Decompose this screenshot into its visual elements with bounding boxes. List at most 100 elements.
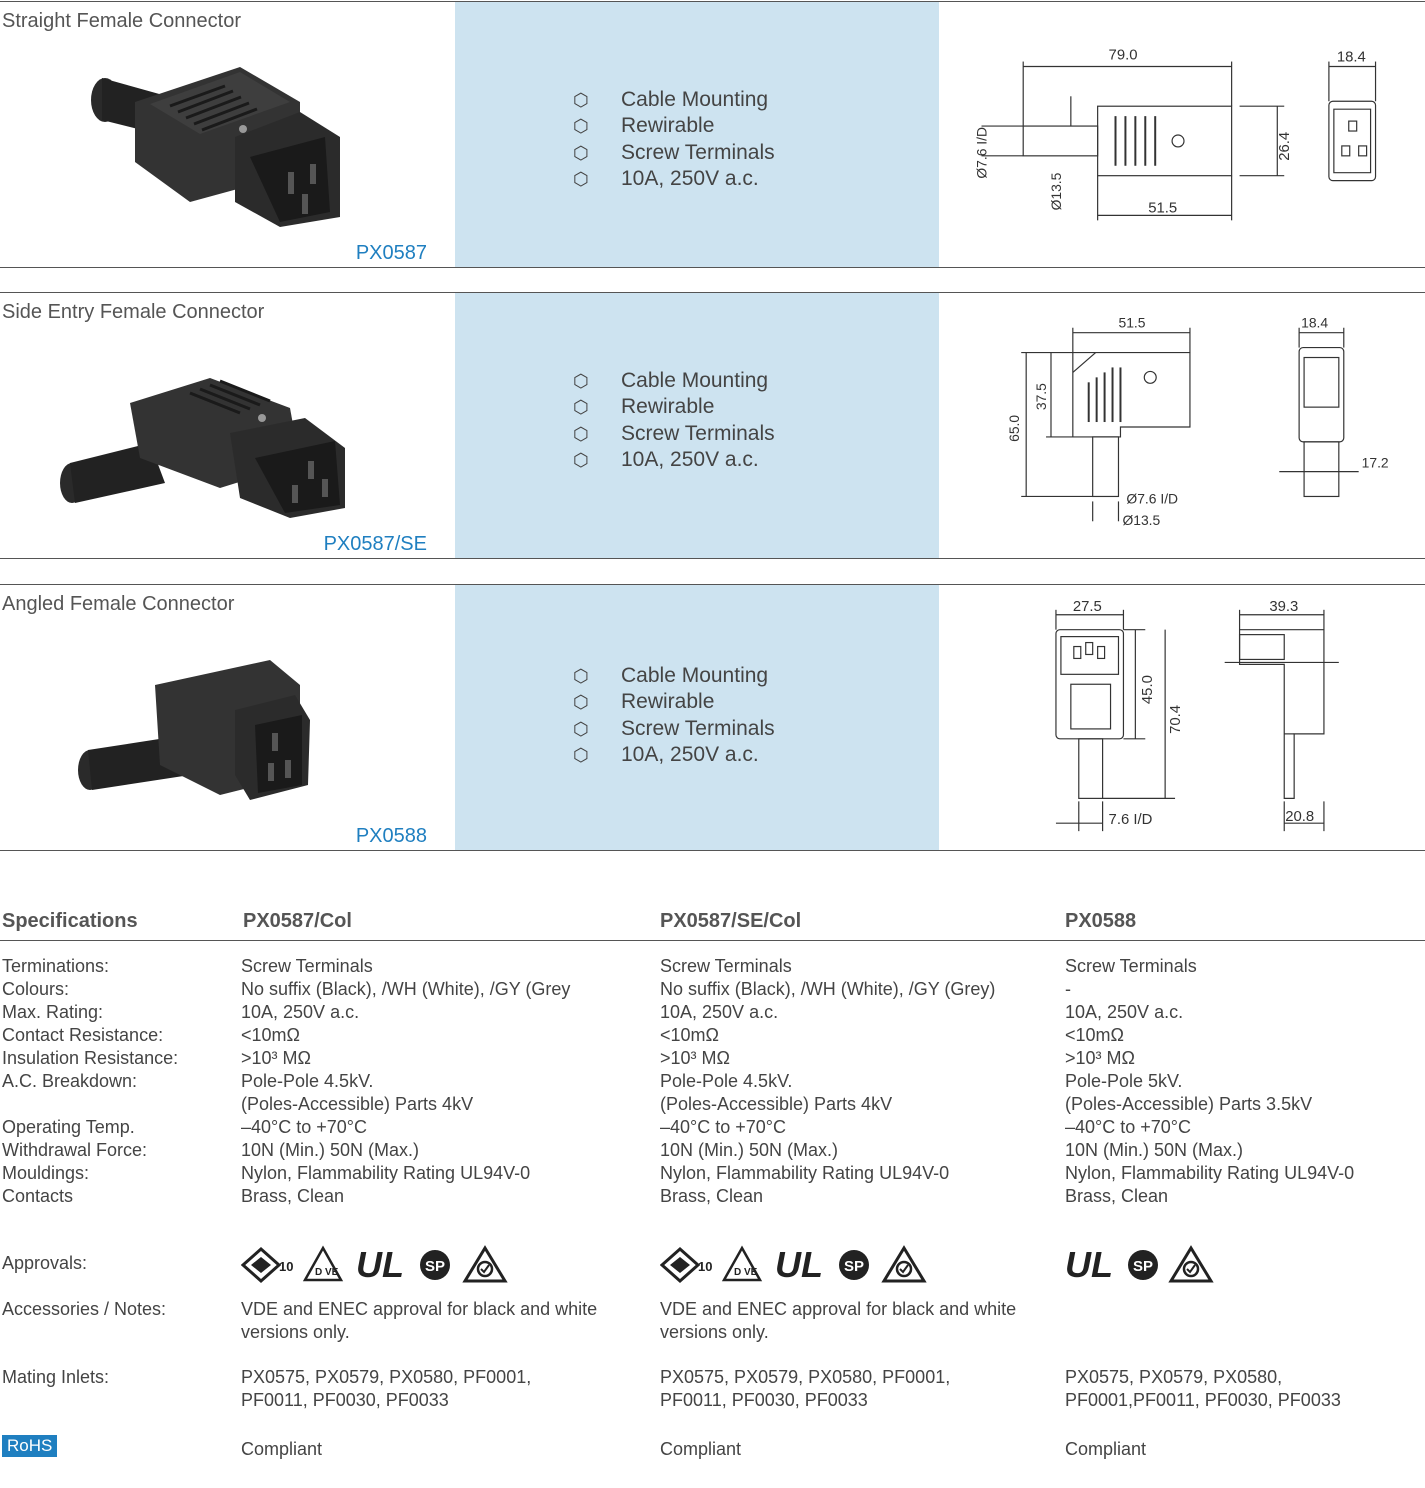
spec-value: Brass, Clean	[241, 1186, 345, 1206]
dimension-drawing: 79.0 18.4 Ø7.6 I/D 26.4 Ø13.5 51.5	[973, 48, 1377, 221]
product-row-side-entry: Side Entry Female Connector PX0587/SE ⬡C…	[0, 292, 1425, 559]
spec-value: -	[1065, 979, 1071, 999]
approval-logos: UL SP	[1065, 1245, 1214, 1285]
hexagon-bullet-icon: ⬡	[573, 90, 589, 110]
svg-text:17.2: 17.2	[1362, 455, 1389, 471]
spec-value: –40°C to +70°C	[660, 1117, 786, 1137]
svg-text:26.4: 26.4	[1277, 132, 1293, 161]
hexagon-bullet-icon: ⬡	[573, 449, 589, 470]
ul-icon: UL	[1065, 1245, 1113, 1285]
spec-header: Specifications PX0587/Col PX0587/SE/Col …	[0, 910, 1425, 941]
csa-icon: SP	[420, 1250, 450, 1280]
spec-value: 10A, 250V a.c.	[660, 1002, 779, 1022]
feature-item: ⬡Rewirable	[573, 689, 775, 715]
spec-value: Screw Terminals	[660, 956, 792, 976]
notes-px0587-se: VDE and ENEC approval for black and whit…	[660, 1299, 1017, 1342]
svg-text:20.8: 20.8	[1285, 809, 1314, 825]
spec-label: Max. Rating:	[2, 1002, 104, 1022]
spec-label: Terminations:	[2, 956, 110, 976]
hexagon-bullet-icon: ⬡	[573, 168, 589, 189]
product-row-angled: Angled Female Connector PX0588 ⬡Cable Mo…	[0, 584, 1425, 851]
spec-value: 10N (Min.) 50N (Max.)	[660, 1140, 839, 1160]
svg-text:27.5: 27.5	[1073, 599, 1102, 615]
rohs-badge: RoHS	[2, 1435, 58, 1457]
spec-label: Insulation Resistance:	[2, 1048, 179, 1068]
vde-icon: D VE	[302, 1245, 344, 1282]
connector-photo	[78, 660, 310, 800]
spec-label	[2, 1093, 178, 1116]
hexagon-bullet-icon: ⬡	[573, 423, 589, 444]
svg-text:51.5: 51.5	[1118, 315, 1145, 331]
svg-text:Ø7.6 I/D: Ø7.6 I/D	[1126, 490, 1178, 506]
spec-label: Mouldings:	[2, 1163, 90, 1183]
hexagon-bullet-icon: ⬡	[573, 666, 589, 686]
spec-value: 10A, 250V a.c.	[1065, 1002, 1184, 1022]
svg-text:Ø7.6 I/D: Ø7.6 I/D	[973, 127, 989, 179]
svg-text:65.0: 65.0	[1006, 415, 1022, 442]
spec-value: Pole-Pole 5kV.	[1065, 1071, 1183, 1091]
spec-value: (Poles-Accessible) Parts 4kV	[660, 1094, 893, 1114]
spec-column-header: PX0587/Col	[243, 910, 352, 932]
mating-px0588: PX0575, PX0579, PX0580, PF0001,PF0011, P…	[1065, 1367, 1341, 1410]
svg-text:7.6 I/D: 7.6 I/D	[1109, 812, 1153, 828]
rohs-status: Compliant	[1065, 1439, 1147, 1459]
rohs-status: Compliant	[241, 1439, 323, 1459]
spec-value: >10³ MΩ	[1065, 1048, 1135, 1068]
product-code: PX0587/SE	[323, 533, 427, 555]
enec-10-icon: 10	[241, 1246, 293, 1284]
csa-icon: SP	[1128, 1250, 1158, 1280]
spec-value: Nylon, Flammability Rating UL94V-0	[1065, 1163, 1355, 1183]
product-code: PX0587	[355, 242, 427, 264]
svg-text:D VE: D VE	[734, 1267, 758, 1278]
spec-value: <10mΩ	[241, 1025, 300, 1045]
csa-icon: SP	[839, 1250, 869, 1280]
spec-value: Pole-Pole 4.5kV.	[241, 1071, 374, 1091]
feature-item: ⬡Rewirable	[573, 394, 775, 420]
spec-value: <10mΩ	[1065, 1025, 1124, 1045]
svg-text:10: 10	[279, 1259, 293, 1274]
spec-column-header: PX0587/SE/Col	[660, 910, 802, 932]
svg-text:70.4: 70.4	[1168, 705, 1184, 734]
feature-item: ⬡Cable Mounting	[573, 663, 775, 689]
mating-label: Mating Inlets:	[2, 1367, 110, 1387]
spec-heading: Specifications	[2, 910, 138, 932]
feature-item: ⬡10A, 250V a.c.	[573, 447, 775, 473]
spec-column-px0588: Screw Terminals - 10A, 250V a.c. <10mΩ >…	[1065, 955, 1354, 1208]
spec-label: Contacts	[2, 1186, 74, 1206]
svg-text:Ø13.5: Ø13.5	[1048, 172, 1064, 210]
hexagon-bullet-icon: ⬡	[573, 397, 589, 418]
svg-text:39.3: 39.3	[1269, 599, 1298, 615]
hexagon-bullet-icon: ⬡	[573, 744, 589, 765]
spec-value: –40°C to +70°C	[241, 1117, 367, 1137]
nemko-icon	[1168, 1245, 1214, 1283]
notes-px0587: VDE and ENEC approval for black and whit…	[241, 1299, 598, 1342]
feature-item: ⬡Screw Terminals	[573, 421, 775, 447]
spec-label: Withdrawal Force:	[2, 1140, 148, 1160]
spec-value: >10³ MΩ	[660, 1048, 730, 1068]
spec-value: 10N (Min.) 50N (Max.)	[1065, 1140, 1244, 1160]
hexagon-bullet-icon: ⬡	[573, 692, 589, 713]
svg-text:UL: UL	[356, 1245, 404, 1285]
spec-value: Brass, Clean	[660, 1186, 764, 1206]
svg-text:D VE: D VE	[315, 1267, 339, 1278]
spec-value: <10mΩ	[660, 1025, 719, 1045]
feature-panel: ⬡Cable Mounting ⬡Rewirable ⬡Screw Termin…	[455, 585, 939, 850]
spec-column-header: PX0588	[1065, 910, 1137, 932]
spec-label: Contact Resistance:	[2, 1025, 164, 1045]
spec-value: (Poles-Accessible) Parts 3.5kV	[1065, 1094, 1313, 1114]
nemko-icon	[881, 1245, 927, 1283]
spec-value: 10N (Min.) 50N (Max.)	[241, 1140, 420, 1160]
svg-text:SP: SP	[1133, 1258, 1153, 1275]
product-row-straight: Straight Female Connector PX0587 ⬡Cable …	[0, 1, 1425, 268]
hexagon-bullet-icon: ⬡	[573, 371, 589, 391]
spec-value: Brass, Clean	[1065, 1186, 1169, 1206]
spec-label: Colours:	[2, 979, 70, 999]
dimension-drawing: 51.5 18.4 37.5 65.0 17.2 Ø7.6 I/D Ø13.5	[1006, 315, 1389, 529]
svg-text:37.5: 37.5	[1033, 383, 1049, 410]
feature-item: ⬡Cable Mounting	[573, 368, 775, 394]
feature-panel: ⬡Cable Mounting ⬡Rewirable ⬡Screw Termin…	[455, 2, 939, 267]
product-code: PX0588	[355, 825, 427, 847]
spec-value: –40°C to +70°C	[1065, 1117, 1191, 1137]
spec-value: No suffix (Black), /WH (White), /GY (Gre…	[660, 979, 996, 999]
hexagon-bullet-icon: ⬡	[573, 718, 589, 739]
